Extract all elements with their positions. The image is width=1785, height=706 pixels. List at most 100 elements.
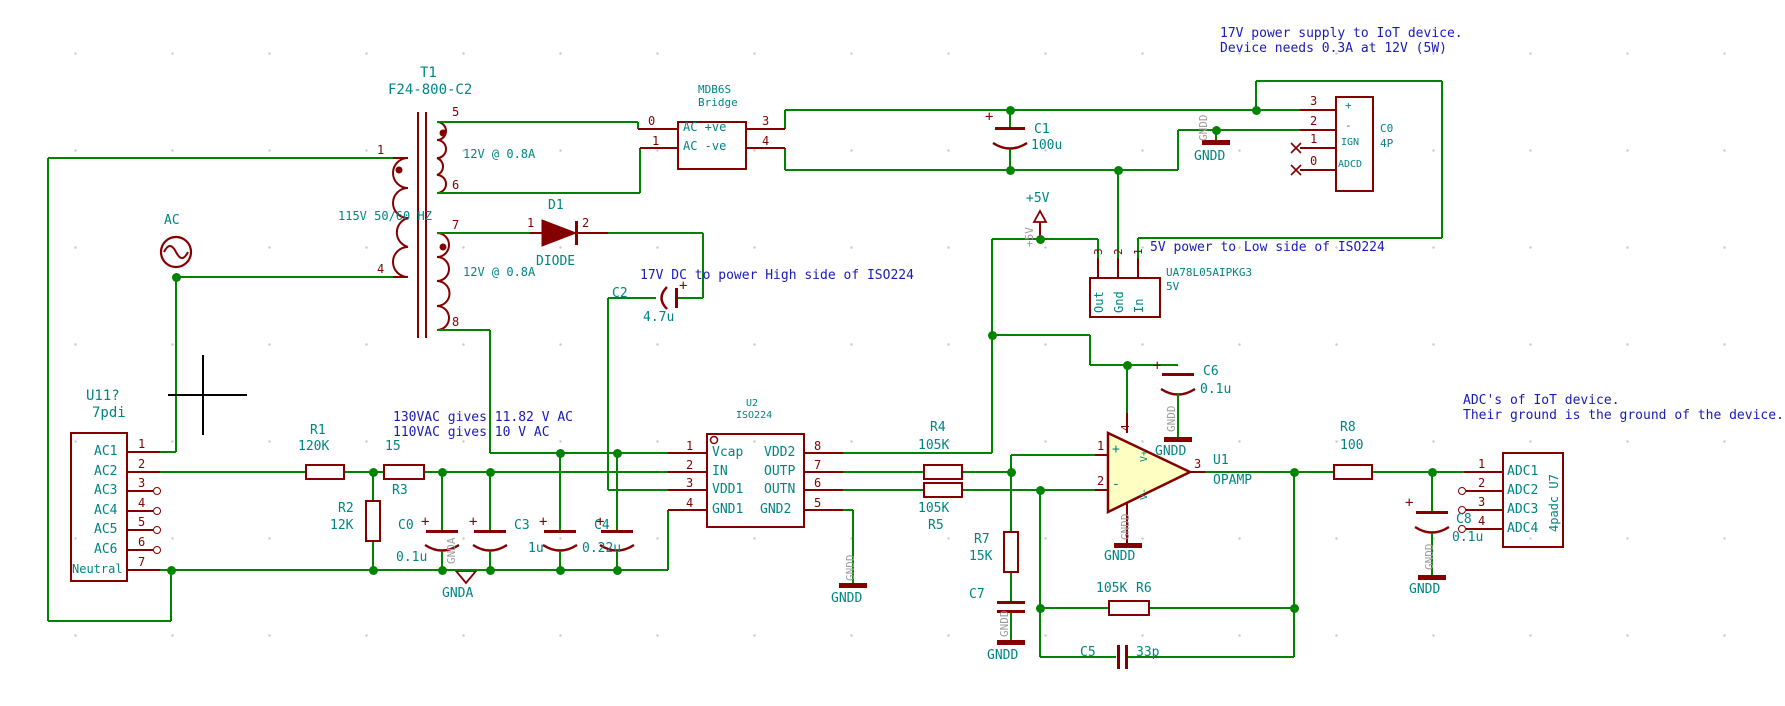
value-c3: 1u — [528, 541, 544, 556]
wire-segment — [608, 297, 656, 299]
transformer-sec2-coil-icon[interactable] — [436, 232, 451, 331]
wire-segment — [1293, 472, 1295, 657]
pin-stub — [426, 529, 458, 533]
resistor-r1[interactable] — [305, 464, 345, 480]
adc-label-1: ADC1 — [1507, 464, 1539, 479]
ref-c6: C6 — [1203, 364, 1219, 379]
connector-c0[interactable] — [1335, 96, 1374, 192]
wire-segment — [1011, 454, 1095, 456]
iso-label-vcap: Vcap — [712, 445, 744, 460]
pin-stub — [1300, 147, 1335, 149]
iso-pin1: 1 — [686, 439, 694, 453]
wire-segment — [1039, 490, 1041, 657]
wire-segment — [1150, 607, 1294, 609]
iso-label-in: IN — [712, 464, 728, 479]
value-r2: 12K — [330, 518, 354, 533]
ref-u2: U2 — [746, 398, 759, 409]
ground-bar-icon — [997, 640, 1025, 645]
wire-segment — [608, 489, 668, 491]
t1-sec2-polarity-dot — [439, 243, 447, 251]
wire-segment — [1177, 394, 1179, 437]
resistor-r6[interactable] — [1108, 600, 1150, 616]
d1-pin1: 1 — [527, 216, 535, 230]
bridge-mdb6s[interactable] — [677, 121, 747, 170]
pin-stub — [995, 126, 1025, 130]
resistor-r7[interactable] — [1003, 531, 1019, 573]
ref-c4: C4 — [594, 518, 610, 533]
t1-pin1: 1 — [377, 143, 385, 157]
value-u2: ISO224 — [736, 410, 773, 421]
pin-stub — [128, 529, 153, 531]
wire-segment — [991, 239, 993, 453]
resistor-r4[interactable] — [923, 464, 963, 480]
note-110vac: 110VAC gives 10 V AC — [393, 425, 550, 440]
u11-label-ac4: AC4 — [94, 503, 118, 518]
note-psu-line2: Device needs 0.3A at 12V (5W) — [1220, 41, 1447, 56]
regulator-ua78l05[interactable] — [1089, 277, 1161, 318]
gnda-ground-icon[interactable] — [454, 570, 478, 585]
pin-stub — [668, 471, 706, 473]
ref-bridge: MDB6S — [698, 83, 732, 96]
d1-pin2: 2 — [582, 216, 590, 230]
u11-pin4: 4 — [138, 496, 146, 510]
opamp-u1-body[interactable] — [1106, 431, 1193, 515]
wire-segment — [437, 192, 640, 194]
transformer-primary-coil-icon[interactable] — [392, 157, 409, 278]
junction-dot — [987, 330, 997, 340]
value-d1: DIODE — [536, 254, 576, 269]
resistor-r2[interactable] — [365, 500, 381, 542]
wire-segment — [441, 472, 443, 531]
junction-dot — [1122, 360, 1132, 370]
pin-stub — [1116, 645, 1120, 669]
wire-segment — [1009, 110, 1011, 128]
c0-pin1: 1 — [1310, 132, 1318, 146]
cursor-crosshair — [168, 394, 247, 396]
value-r7: 15K — [969, 549, 993, 564]
ac-source-icon[interactable] — [159, 235, 193, 269]
iso224-u2[interactable] — [706, 433, 805, 528]
ref-c1: C1 — [1034, 122, 1050, 137]
note-adc-line1: ADC's of IoT device. — [1463, 393, 1620, 408]
resistor-r3[interactable] — [383, 464, 425, 480]
diode-d1-icon[interactable] — [541, 219, 578, 247]
ref-r8: R8 — [1340, 420, 1356, 435]
resistor-r5[interactable] — [923, 482, 963, 498]
wire-segment — [450, 329, 490, 331]
wire-segment — [489, 330, 491, 453]
adc-pin1: 1 — [1478, 457, 1486, 471]
value-c1: 100u — [1031, 138, 1063, 153]
unconnected-pin-circle — [1458, 487, 1466, 495]
resistor-r8[interactable] — [1333, 464, 1373, 480]
wire-segment — [176, 276, 393, 278]
u11-label-ac2: AC2 — [94, 464, 118, 479]
wire-segment — [1256, 80, 1442, 82]
ref-u7: 4padc U7 — [1547, 474, 1561, 532]
wire-segment — [1178, 129, 1300, 131]
pin-stub — [805, 509, 843, 511]
wire-segment — [559, 453, 561, 531]
value-r6: 105K — [1096, 581, 1128, 596]
pin-stub — [393, 157, 408, 159]
reg-pin2: 2 — [1112, 248, 1125, 255]
wire-segment — [785, 109, 1300, 111]
wire-segment — [1138, 237, 1442, 239]
pwr-plus5v: +5V — [1023, 227, 1036, 247]
iso-pin4: 4 — [686, 496, 694, 510]
connector-u11[interactable] — [70, 432, 128, 582]
wire-segment — [963, 489, 1095, 491]
pin-stub — [674, 288, 678, 308]
connector-u7-adc[interactable] — [1502, 452, 1564, 548]
iso-pin7: 7 — [814, 458, 822, 472]
value-c0-connector: 4P — [1380, 137, 1394, 150]
wire-segment — [963, 471, 1011, 473]
plus5v-power-flag-icon[interactable] — [1032, 209, 1048, 223]
wire-segment — [639, 148, 641, 193]
bridge-pin3: 3 — [762, 114, 770, 128]
pin-stub — [1300, 109, 1335, 111]
unconnected-pin-circle — [1458, 525, 1466, 533]
c0cap-polarity: + — [421, 514, 430, 530]
iso-label-outn: OUTN — [764, 482, 796, 497]
wire-segment — [616, 551, 618, 570]
wire-segment — [372, 542, 374, 570]
